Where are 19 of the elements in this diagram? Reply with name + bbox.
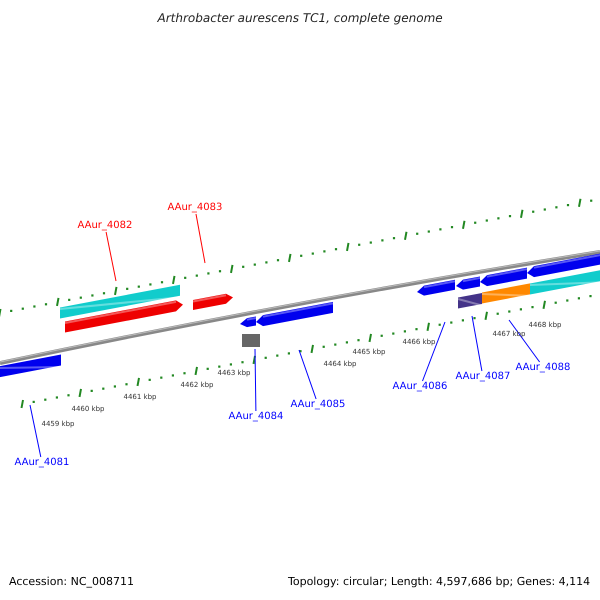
leader-line (106, 232, 116, 282)
leader-line (508, 320, 540, 362)
leader-line (298, 350, 317, 400)
gene-label: AAur_4088 (516, 363, 570, 373)
leader-line (196, 214, 206, 264)
gene-label: AAur_4082 (78, 221, 132, 231)
gene-label: AAur_4083 (168, 203, 222, 213)
gene-label: AAur_4086 (392, 382, 448, 392)
gene-label: AAur_4085 (290, 400, 346, 410)
leader-line (30, 404, 42, 458)
gene-label: AAur_4081 (14, 458, 70, 468)
gene-label: AAur_4087 (456, 372, 510, 382)
leader-line (422, 322, 446, 382)
gene-label: AAur_4084 (228, 412, 284, 422)
leader-line (472, 316, 482, 372)
footer-text: Accession: NC_008711 (9, 576, 134, 586)
leader-line (254, 348, 256, 412)
footer-text: Topology: circular; Length: 4,597,686 bp; Genes: 4,114 (288, 576, 590, 586)
title: Arthrobacter aurescens TC1, complete genome (158, 12, 443, 24)
